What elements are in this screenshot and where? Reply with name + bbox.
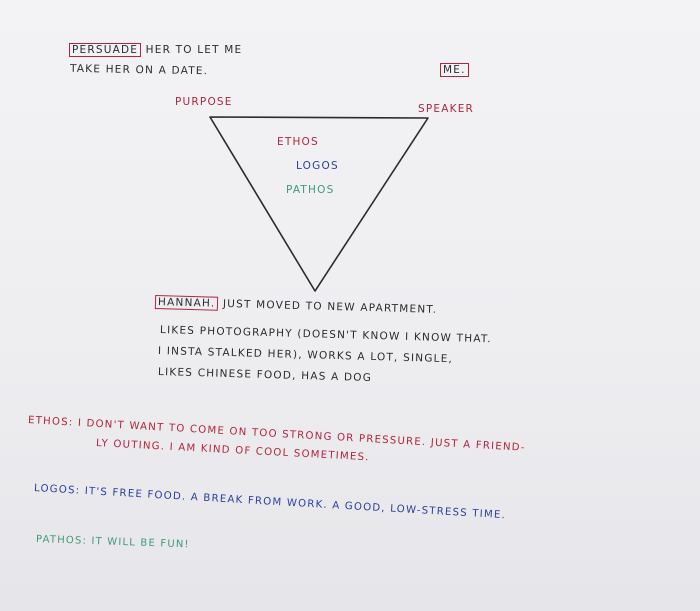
purpose-note-line1: PERSUADE HER TO LET ME (69, 43, 243, 57)
triangle-center-pathos: PATHOS (286, 184, 335, 196)
hannah-boxed-word: HANNAH. (154, 295, 219, 311)
triangle-center-ethos: ETHOS (277, 136, 319, 148)
triangle-outline (209, 116, 429, 292)
persuade-boxed-word: PERSUADE (69, 43, 142, 57)
triangle-label-purpose: PURPOSE (175, 96, 233, 108)
triangle-center-logos: LOGOS (296, 160, 339, 172)
purpose-note-line1-rest: HER TO LET ME (145, 44, 243, 56)
speaker-note: ME. (440, 63, 469, 77)
speaker-boxed-word: ME. (440, 63, 469, 77)
triangle-label-speaker: SPEAKER (418, 103, 475, 115)
pathos-appeal-label: PATHOS: (35, 534, 88, 547)
